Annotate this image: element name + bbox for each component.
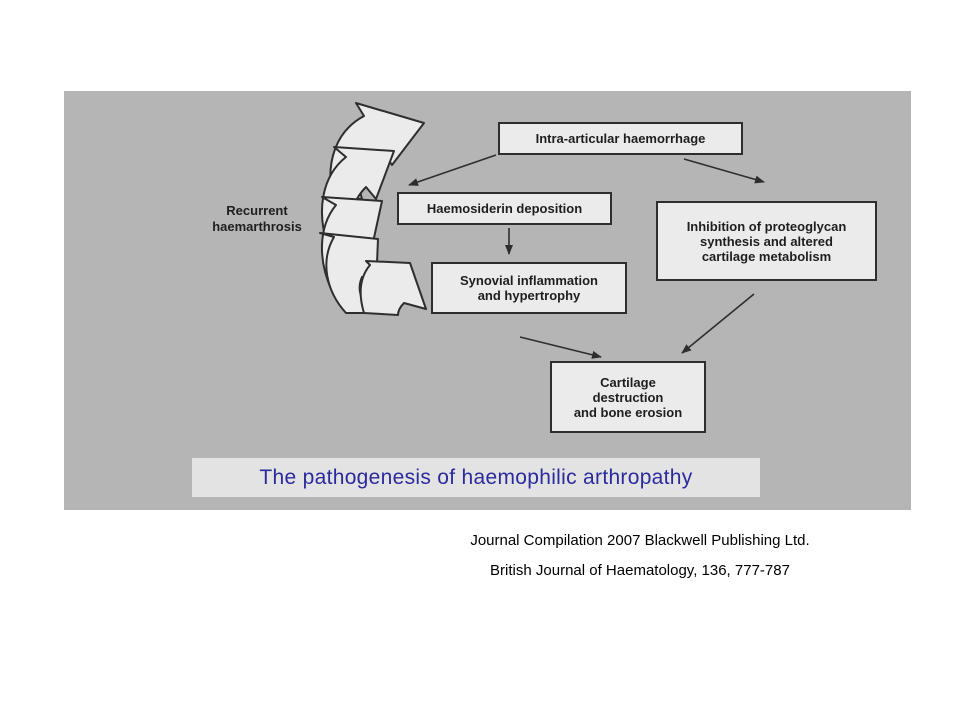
node-label: Cartilage destruction and bone erosion [573,374,683,420]
node-synovial-inflammation: Synovial inflammation and hypertrophy [431,262,627,314]
node-label: Inhibition of proteoglycan synthesis and… [686,218,847,264]
node-label: Intra-articular haemorrhage [535,131,706,146]
figure-panel: Intra-articular haemorrhage Haemosiderin… [64,91,911,510]
node-haemosiderin-deposition: Haemosiderin deposition [397,192,612,225]
citation-line-2: British Journal of Haematology, 136, 777… [490,562,790,579]
node-proteoglycan-inhibition: Inhibition of proteoglycan synthesis and… [656,201,877,281]
node-intra-articular-haemorrhage: Intra-articular haemorrhage [498,122,743,155]
node-label: Haemosiderin deposition [426,201,583,216]
citation-line-1: Journal Compilation 2007 Blackwell Publi… [470,532,810,549]
caption-box: The pathogenesis of haemophilic arthropa… [192,458,760,497]
arrow-haemorrhage-to-haemosiderin [408,154,497,186]
arrow-haemorrhage-to-proteoglycan [683,158,765,184]
node-label: Synovial inflammation and hypertrophy [460,273,598,303]
arrow-proteoglycan-to-cartilage [681,293,755,354]
recurrent-arrow-0 [359,260,427,316]
recurrent-haemarthrosis-label: Recurrent haemarthrosis [212,203,302,234]
arrow-synovial-to-cartilage [519,336,602,359]
node-cartilage-destruction: Cartilage destruction and bone erosion [550,361,706,433]
recurrent-arrows [319,102,427,316]
diagram-arrows [319,102,765,359]
caption-text: The pathogenesis of haemophilic arthropa… [259,465,693,489]
